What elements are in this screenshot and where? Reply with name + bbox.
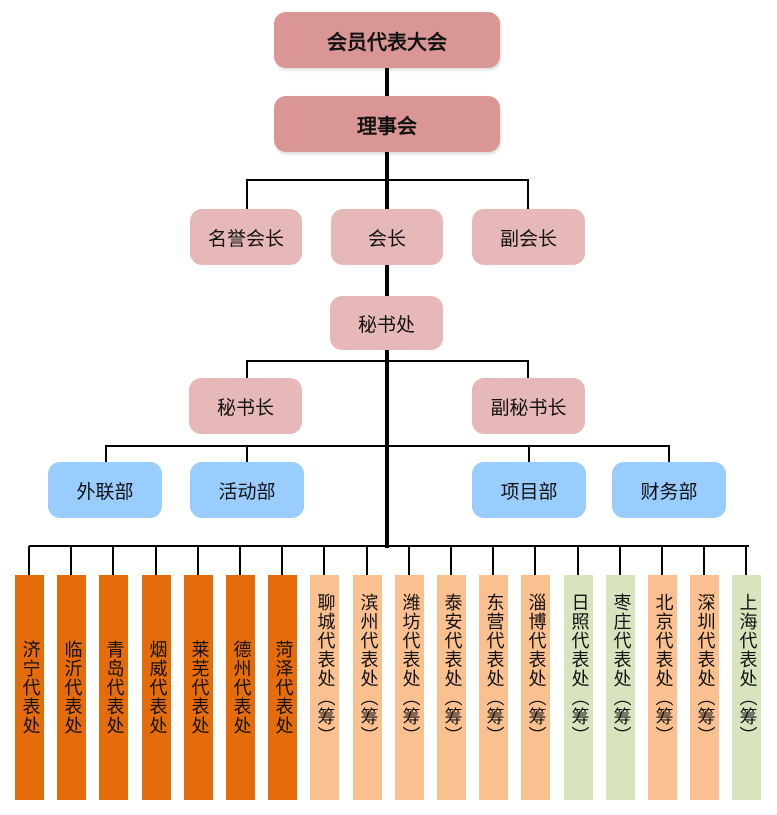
representative-office-box: 上海代表处（筹）: [732, 575, 761, 800]
office-label: 滨州代表处（筹）: [357, 593, 379, 745]
dept-connector-1: [105, 445, 107, 462]
office-connector: [619, 546, 621, 575]
departments-connector: [105, 445, 670, 447]
secretary-general-box: 秘书长: [189, 378, 302, 434]
office-label: 上海代表处（筹）: [736, 593, 758, 745]
office-connector: [239, 546, 241, 575]
office-label: 东营代表处（筹）: [483, 593, 505, 745]
representative-office-box: 济宁代表处: [15, 575, 44, 800]
representative-office-box: 泰安代表处（筹）: [437, 575, 466, 800]
office-label: 临沂代表处: [61, 640, 83, 735]
office-connector: [112, 546, 114, 575]
representative-office-box: 潍坊代表处（筹）: [395, 575, 424, 800]
dept-connector-3: [528, 445, 530, 462]
office-connector: [323, 546, 325, 575]
representative-office-box: 莱芜代表处: [184, 575, 213, 800]
department-box: 财务部: [612, 462, 726, 518]
representative-office-box: 烟威代表处: [142, 575, 171, 800]
office-connector: [703, 546, 705, 575]
deputy-secretary-general-box: 副秘书长: [472, 378, 585, 434]
department-box: 活动部: [190, 462, 304, 518]
office-connector: [408, 546, 410, 575]
office-label: 烟威代表处: [146, 640, 168, 735]
representative-office-box: 深圳代表处（筹）: [690, 575, 719, 800]
representative-office-box: 淄博代表处（筹）: [521, 575, 550, 800]
office-label: 德州代表处: [230, 640, 252, 735]
office-connector: [450, 546, 452, 575]
honorary-president-box: 名誉会长: [190, 209, 302, 265]
department-box: 项目部: [472, 462, 586, 518]
office-label: 北京代表处（筹）: [652, 593, 674, 745]
office-label: 淄博代表处（筹）: [525, 593, 547, 745]
representative-office-box: 青岛代表处: [99, 575, 128, 800]
leaders-connector-right: [527, 179, 529, 209]
office-connector: [197, 546, 199, 575]
representative-office-box: 枣庄代表处（筹）: [606, 575, 635, 800]
president-box: 会长: [331, 209, 443, 265]
leaders-connector: [246, 179, 529, 181]
member-assembly-box: 会员代表大会: [274, 12, 500, 68]
office-connector: [155, 546, 157, 575]
office-connector: [745, 546, 747, 575]
office-label: 菏泽代表处: [272, 640, 294, 735]
office-label: 日照代表处（筹）: [568, 593, 590, 745]
representative-office-box: 东营代表处（筹）: [479, 575, 508, 800]
office-label: 聊城代表处（筹）: [314, 593, 336, 745]
office-connector: [70, 546, 72, 575]
secretaries-connector: [246, 360, 529, 362]
office-connector: [661, 546, 663, 575]
office-connector: [577, 546, 579, 575]
office-label: 青岛代表处: [103, 640, 125, 735]
office-label: 枣庄代表处（筹）: [610, 593, 632, 745]
representative-office-box: 聊城代表处（筹）: [310, 575, 339, 800]
offices-connector: [29, 545, 749, 547]
representative-office-box: 临沂代表处: [57, 575, 86, 800]
office-connector: [281, 546, 283, 575]
office-connector: [28, 546, 30, 575]
office-label: 莱芜代表处: [188, 640, 210, 735]
department-box: 外联部: [48, 462, 162, 518]
representative-office-box: 滨州代表处（筹）: [353, 575, 382, 800]
vice-president-box: 副会长: [472, 209, 585, 265]
office-connector: [534, 546, 536, 575]
office-label: 济宁代表处: [19, 640, 41, 735]
representative-office-box: 德州代表处: [226, 575, 255, 800]
representative-office-box: 菏泽代表处: [268, 575, 297, 800]
representative-office-box: 日照代表处（筹）: [564, 575, 593, 800]
secretariat-box: 秘书处: [330, 296, 443, 350]
leaders-connector-left: [246, 179, 248, 209]
dept-connector-4: [668, 445, 670, 462]
council-box: 理事会: [274, 96, 500, 152]
representative-office-box: 北京代表处（筹）: [648, 575, 677, 800]
secretaries-connector-left: [246, 360, 248, 378]
dept-connector-2: [246, 445, 248, 462]
secretaries-connector-right: [527, 360, 529, 378]
office-label: 泰安代表处（筹）: [441, 593, 463, 745]
office-label: 深圳代表处（筹）: [694, 593, 716, 745]
office-connector: [366, 546, 368, 575]
office-connector: [492, 546, 494, 575]
office-label: 潍坊代表处（筹）: [399, 593, 421, 745]
